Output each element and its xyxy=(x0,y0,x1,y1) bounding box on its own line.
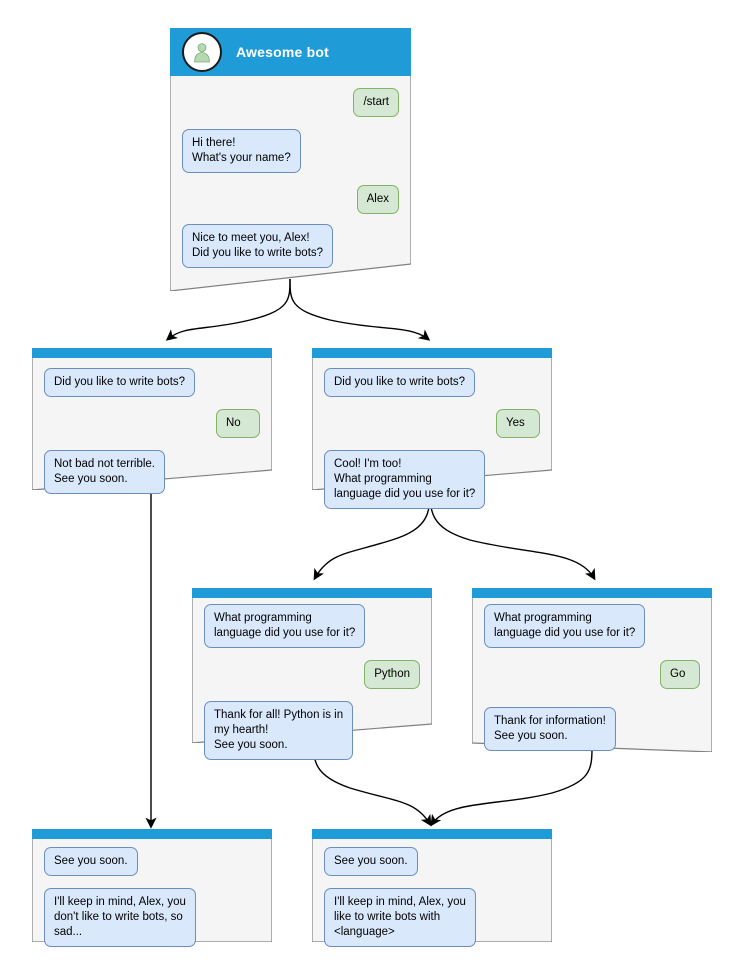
bot-message-bubble: I'll keep in mind, Alex, you don't like … xyxy=(44,888,196,947)
node-accent-strip xyxy=(472,588,712,598)
user-message-bubble: /start xyxy=(353,88,399,117)
bot-title: Awesome bot xyxy=(236,44,329,60)
message-list-go: What programming language did you use fo… xyxy=(472,598,712,763)
message-row: Did you like to write bots? xyxy=(44,368,260,397)
node-accent-strip xyxy=(312,829,552,839)
person-icon xyxy=(194,43,210,63)
message-row: See you soon. xyxy=(44,847,260,876)
bot-message-bubble: What programming language did you use fo… xyxy=(204,604,366,648)
bot-message-bubble: Did you like to write bots? xyxy=(324,368,476,397)
node-accent-strip xyxy=(192,588,432,598)
message-row: Did you like to write bots? xyxy=(324,368,540,397)
user-message-bubble: Python xyxy=(364,660,420,689)
message-list-end-no: See you soon. I'll keep in mind, Alex, y… xyxy=(32,839,272,959)
message-list-no: Did you like to write bots? No Not bad n… xyxy=(32,358,272,506)
message-row: See you soon. xyxy=(324,847,540,876)
message-row: Not bad not terrible. See you soon. xyxy=(44,450,260,494)
message-row: Go xyxy=(484,660,700,689)
bot-message-bubble: See you soon. xyxy=(324,847,418,876)
user-message-bubble: No xyxy=(216,409,260,438)
node-accent-strip xyxy=(32,829,272,839)
message-row: /start xyxy=(182,88,399,117)
message-list-end-yes: See you soon. I'll keep in mind, Alex, y… xyxy=(312,839,552,959)
bot-message-bubble: See you soon. xyxy=(44,847,138,876)
user-message-bubble: Alex xyxy=(356,185,399,214)
bot-message-bubble: Thank for all! Python is in my hearth! S… xyxy=(204,701,354,760)
message-row: Cool! I'm too! What programming language… xyxy=(324,450,540,509)
bot-message-bubble: Cool! I'm too! What programming language… xyxy=(324,450,486,509)
user-message-bubble: Yes xyxy=(496,409,540,438)
avatar xyxy=(182,32,222,72)
message-list-root: /start Hi there! What's your name? Alex … xyxy=(170,76,411,280)
message-row: Thank for information! See you soon. xyxy=(484,707,700,751)
message-row: No xyxy=(44,409,260,438)
node-no-branch[interactable]: Did you like to write bots? No Not bad n… xyxy=(32,348,272,494)
node-accent-strip xyxy=(312,348,552,358)
message-row: Alex xyxy=(182,185,399,214)
node-go-branch[interactable]: What programming language did you use fo… xyxy=(472,588,712,752)
message-row: What programming language did you use fo… xyxy=(484,604,700,648)
message-row: I'll keep in mind, Alex, you don't like … xyxy=(44,888,260,947)
message-list-yes: Did you like to write bots? Yes Cool! I'… xyxy=(312,358,552,521)
chat-header: Awesome bot xyxy=(170,28,411,76)
message-row: Python xyxy=(204,660,420,689)
message-row: Thank for all! Python is in my hearth! S… xyxy=(204,701,420,760)
message-row: Nice to meet you, Alex! Did you like to … xyxy=(182,224,399,268)
bot-message-bubble: Thank for information! See you soon. xyxy=(484,707,616,751)
bot-message-bubble: Nice to meet you, Alex! Did you like to … xyxy=(182,224,334,268)
bot-message-bubble: Did you like to write bots? xyxy=(44,368,196,397)
bot-message-bubble: Hi there! What's your name? xyxy=(182,129,301,173)
message-row: Yes xyxy=(324,409,540,438)
bot-message-bubble: What programming language did you use fo… xyxy=(484,604,646,648)
message-list-python: What programming language did you use fo… xyxy=(192,598,432,772)
node-accent-strip xyxy=(32,348,272,358)
node-root[interactable]: Awesome bot /start Hi there! What's your… xyxy=(170,28,411,291)
node-yes-branch[interactable]: Did you like to write bots? Yes Cool! I'… xyxy=(312,348,552,509)
node-end-no[interactable]: See you soon. I'll keep in mind, Alex, y… xyxy=(32,829,272,947)
bot-message-bubble: Not bad not terrible. See you soon. xyxy=(44,450,166,494)
node-python-branch[interactable]: What programming language did you use fo… xyxy=(192,588,432,760)
message-row: What programming language did you use fo… xyxy=(204,604,420,648)
user-message-bubble: Go xyxy=(660,660,700,689)
bot-message-bubble: I'll keep in mind, Alex, you like to wri… xyxy=(324,888,476,947)
message-row: I'll keep in mind, Alex, you like to wri… xyxy=(324,888,540,947)
node-end-yes[interactable]: See you soon. I'll keep in mind, Alex, y… xyxy=(312,829,552,947)
message-row: Hi there! What's your name? xyxy=(182,129,399,173)
